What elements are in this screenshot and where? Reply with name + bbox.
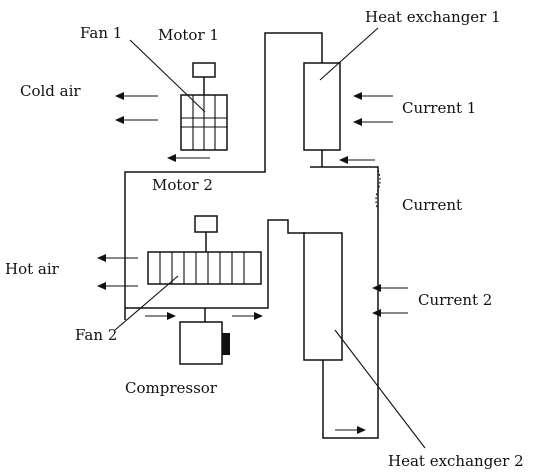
label-current: Current (402, 196, 462, 214)
motor-2 (194, 215, 218, 233)
label-motor-2: Motor 2 (152, 176, 213, 194)
label-fan-2: Fan 2 (75, 326, 117, 344)
label-motor-1: Motor 1 (158, 26, 219, 44)
compressor (179, 321, 230, 365)
label-current-1: Current 1 (402, 99, 476, 117)
fan-1 (180, 94, 228, 151)
motor-1 (192, 62, 216, 78)
label-heat-exchanger-2: Heat exchanger 2 (388, 452, 524, 470)
leader-lines (114, 27, 426, 449)
label-fan-1: Fan 1 (80, 24, 122, 42)
current-cable (375, 169, 381, 211)
pipe-circuit (124, 32, 379, 439)
label-cold-air: Cold air (20, 82, 81, 100)
heat-exchanger-1 (303, 62, 341, 151)
label-heat-exchanger-1: Heat exchanger 1 (365, 8, 501, 26)
heat-exchanger-2 (303, 232, 343, 361)
label-compressor: Compressor (125, 379, 218, 397)
label-current-2: Current 2 (418, 291, 492, 309)
fan-2 (147, 251, 262, 285)
label-hot-air: Hot air (5, 260, 60, 278)
flow-arrows (97, 92, 408, 434)
